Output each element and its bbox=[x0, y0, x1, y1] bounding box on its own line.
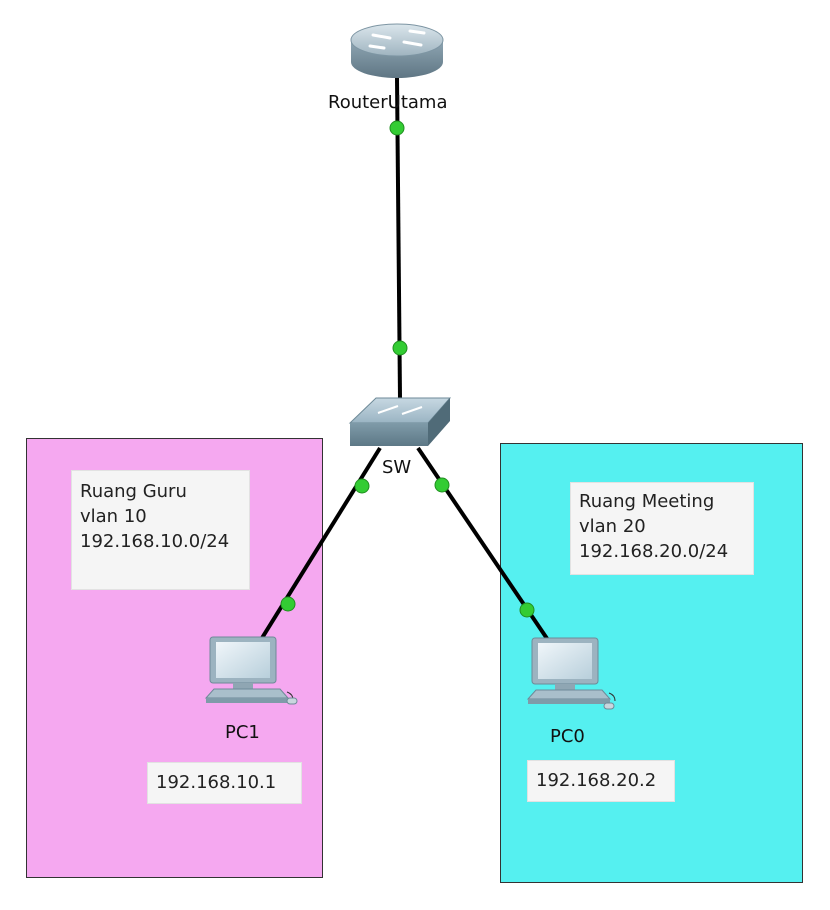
link-light-switch-pc1 bbox=[354, 478, 370, 494]
note-meeting-name: Ruang Meeting bbox=[579, 491, 715, 512]
ip-pc0: 192.168.20.2 bbox=[527, 760, 675, 802]
pc0-pc-icon[interactable] bbox=[526, 637, 616, 710]
note-meeting-vlan: vlan 20 bbox=[579, 516, 646, 537]
pc1-pc-icon[interactable] bbox=[204, 636, 298, 705]
link-light-router bbox=[389, 120, 405, 136]
note-ruang-meeting: Ruang Meeting vlan 20 192.168.20.0/24 bbox=[570, 482, 754, 575]
note-guru-name: Ruang Guru bbox=[80, 481, 187, 502]
note-guru-vlan: vlan 10 bbox=[80, 506, 147, 527]
link-light-pc1 bbox=[280, 596, 296, 612]
note-guru-subnet: 192.168.10.0/24 bbox=[80, 531, 230, 552]
note-ruang-guru: Ruang Guru vlan 10 192.168.10.0/24 bbox=[71, 470, 250, 590]
link-light-switch-uplink bbox=[392, 340, 408, 356]
link-switch-pc1 bbox=[260, 446, 382, 640]
pc0-label: PC0 bbox=[550, 726, 585, 747]
link-light-switch-pc0 bbox=[434, 477, 450, 493]
switch-label: SW bbox=[382, 457, 412, 478]
pc1-label: PC1 bbox=[225, 722, 260, 743]
note-meeting-subnet: 192.168.20.0/24 bbox=[579, 541, 729, 562]
router-label: RouterUtama bbox=[328, 92, 448, 113]
switch-icon[interactable] bbox=[348, 397, 452, 446]
ip-pc1: 192.168.10.1 bbox=[147, 762, 302, 804]
router-icon[interactable] bbox=[350, 23, 444, 78]
link-light-pc0 bbox=[519, 602, 535, 618]
